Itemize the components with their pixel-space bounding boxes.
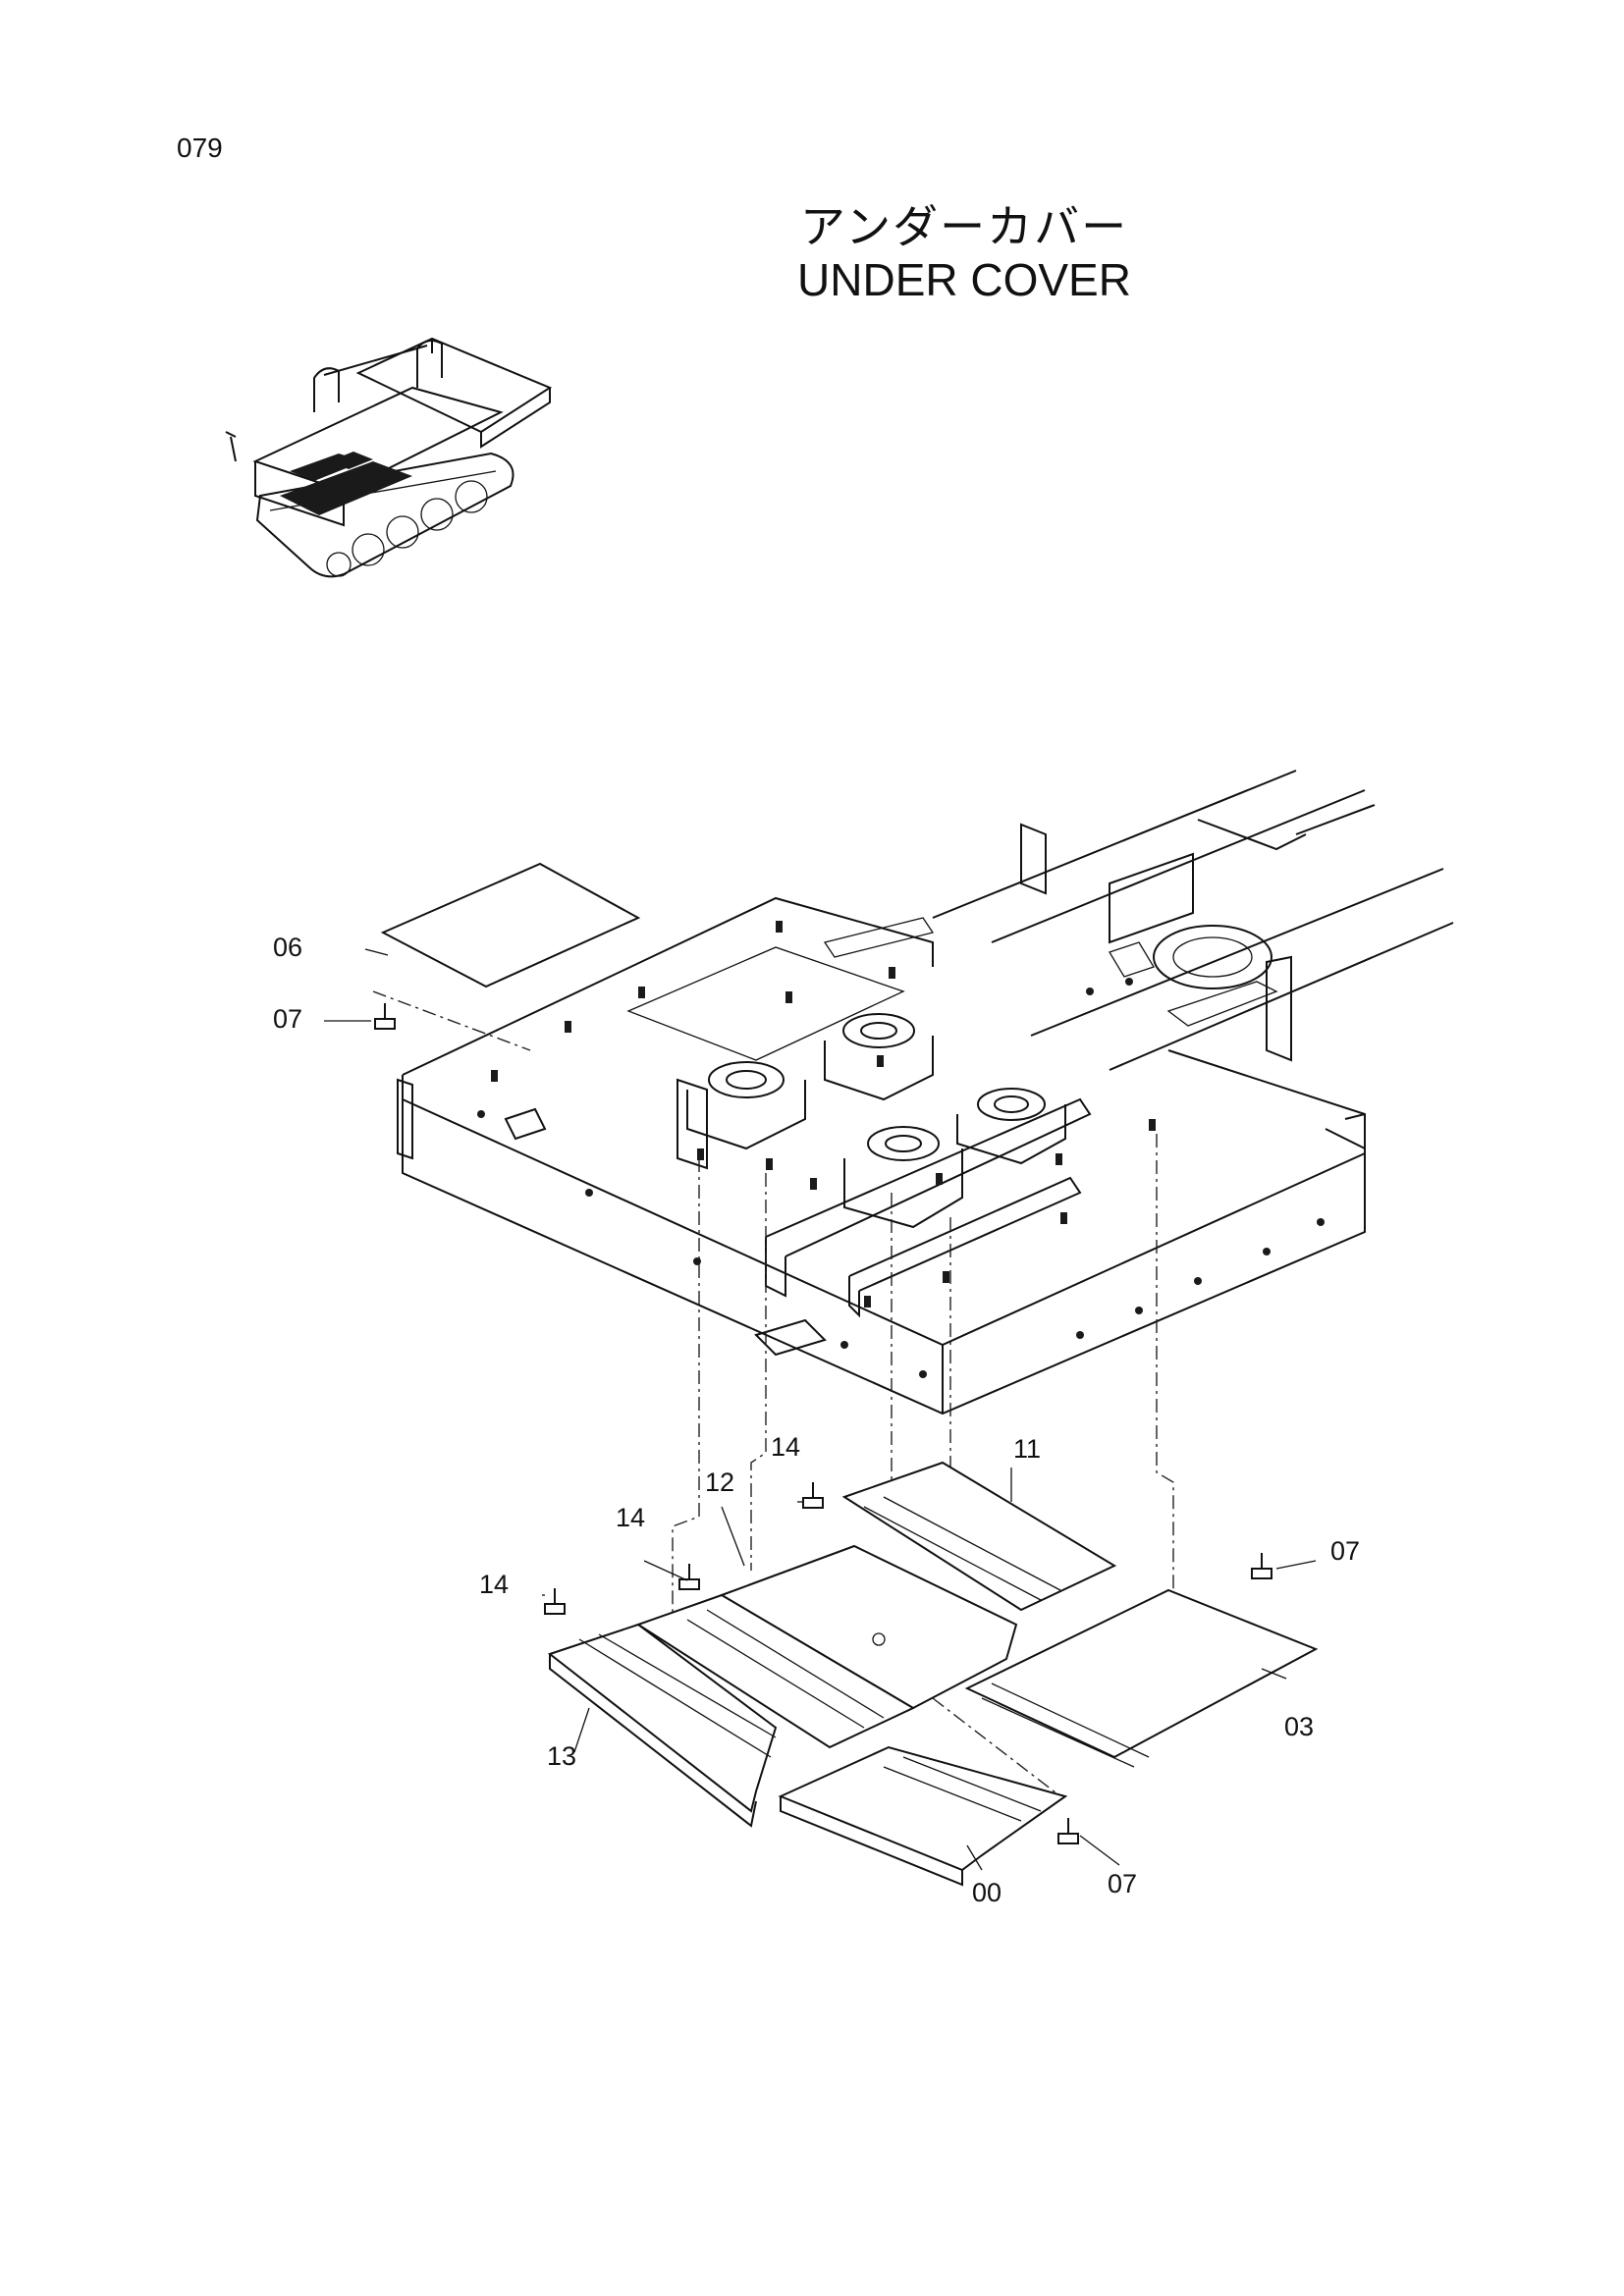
callout-06: 06 <box>273 933 303 962</box>
title-japanese: アンダーカバー <box>799 200 1129 253</box>
callout-14-mid: 14 <box>616 1503 646 1532</box>
bolt-14-top <box>802 1482 824 1509</box>
callout-07-upper: 07 <box>273 1004 303 1034</box>
callout-03: 03 <box>1284 1712 1315 1741</box>
page-number: 079 <box>177 133 223 163</box>
title-english: UNDER COVER <box>797 254 1131 305</box>
bolt-14-mid <box>678 1564 700 1590</box>
bolt-14-left <box>544 1588 566 1615</box>
callout-07-bottom: 07 <box>1108 1869 1138 1898</box>
main-frame <box>397 770 1454 1415</box>
machine-thumbnail-drawing <box>225 337 553 578</box>
leader-lines <box>324 948 1317 1871</box>
bolt-07-bottom <box>1057 1818 1079 1844</box>
projection-lines <box>372 990 1174 1797</box>
callout-13: 13 <box>547 1741 577 1771</box>
bolts <box>374 1003 1272 1844</box>
bolt-07-upper <box>374 1003 396 1030</box>
bolt-07-right <box>1251 1553 1272 1579</box>
callout-12: 12 <box>705 1468 735 1497</box>
cover-plates <box>380 862 1319 1887</box>
callout-14-left: 14 <box>479 1570 510 1599</box>
callout-07-right: 07 <box>1330 1536 1361 1566</box>
callout-00: 00 <box>972 1878 1002 1907</box>
callout-14-top: 14 <box>771 1432 801 1462</box>
callout-11: 11 <box>1013 1434 1042 1464</box>
